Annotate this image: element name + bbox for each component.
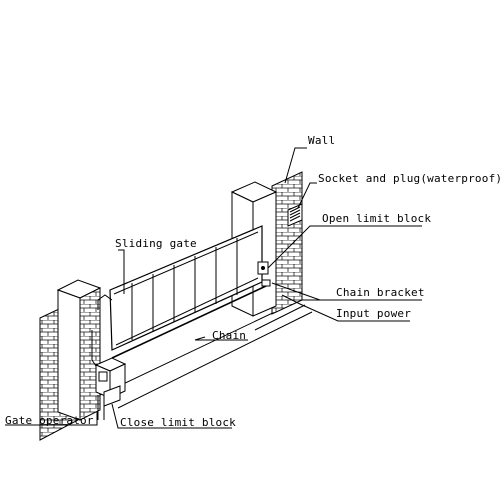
label-gate-operator: Gate operator <box>5 414 94 427</box>
label-close-limit-block: Close limit block <box>120 416 236 429</box>
label-wall: Wall <box>308 134 335 147</box>
label-chain-bracket: Chain bracket <box>336 286 425 299</box>
chain <box>111 285 267 359</box>
label-chain: Chain <box>212 329 246 342</box>
label-sliding-gate: Sliding gate <box>115 237 197 250</box>
left-pillar <box>56 279 102 421</box>
label-socket-and-plug: Socket and plug(waterproof) <box>318 172 500 185</box>
gate-operator-motor <box>94 357 127 420</box>
label-open-limit-block: Open limit block <box>322 212 431 225</box>
chain-bracket-part <box>261 279 271 287</box>
label-input-power: Input power <box>336 307 411 320</box>
leader-lines <box>5 147 422 429</box>
open-limit-block-part <box>257 261 269 275</box>
